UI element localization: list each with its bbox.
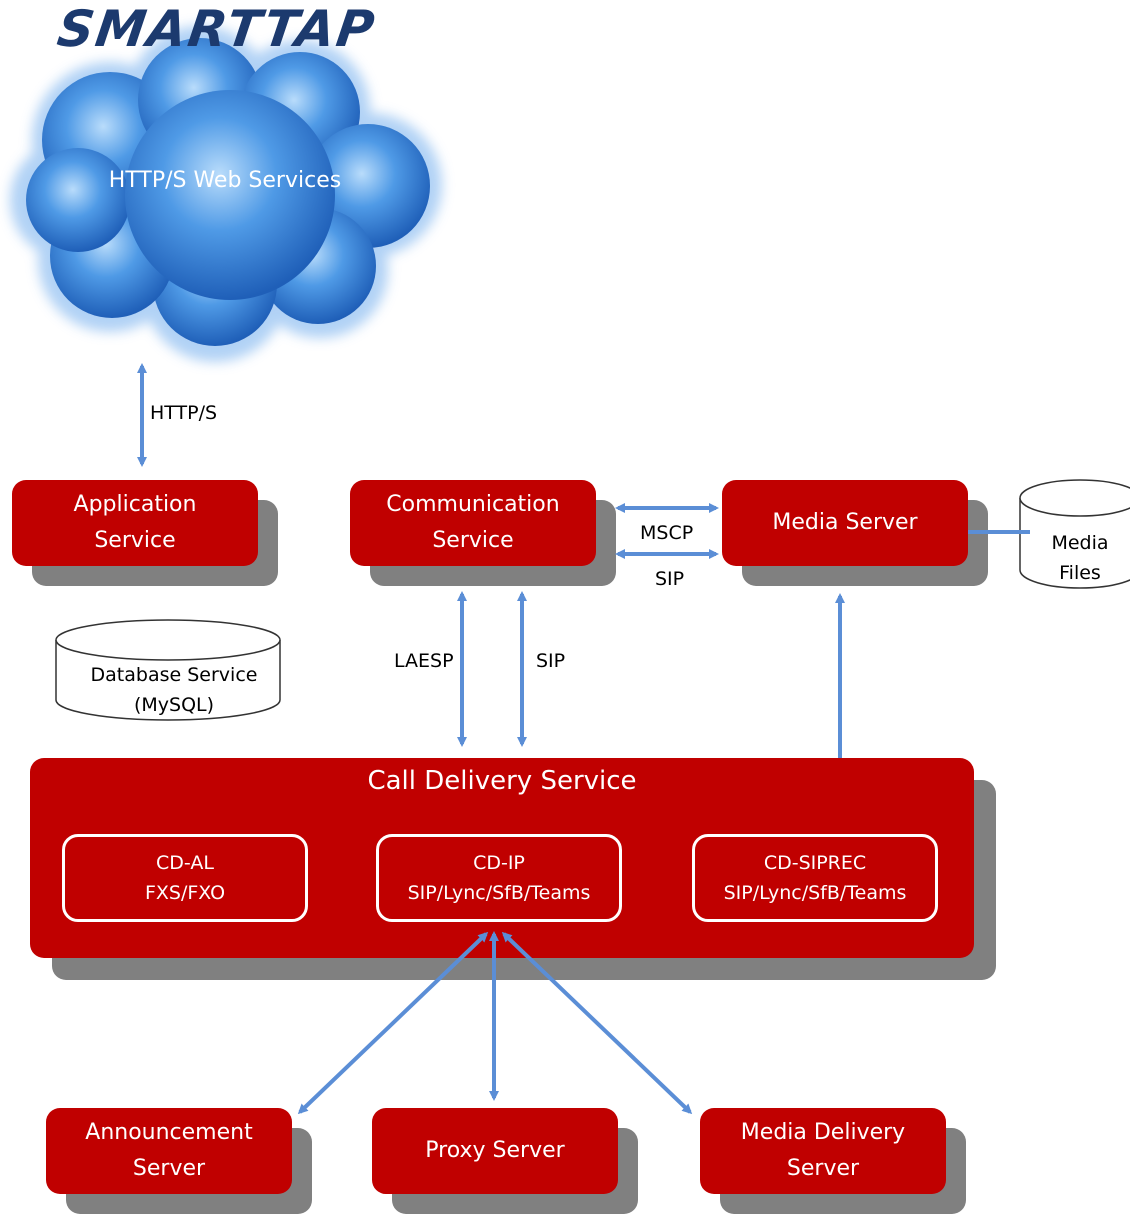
- cd-siprec-module: CD-SIPREC SIP/Lync/SfB/Teams: [692, 834, 938, 922]
- application-service-box: Application Service: [12, 480, 258, 566]
- media-server-box: Media Server: [722, 480, 968, 566]
- cd-siprec-label: CD-SIPREC SIP/Lync/SfB/Teams: [723, 852, 907, 904]
- mscp-label: MSCP: [640, 522, 694, 544]
- cd-al-label: CD-AL FXS/FXO: [144, 852, 226, 904]
- proxy-server-box: Proxy Server: [372, 1108, 618, 1194]
- media-delivery-server-box: Media Delivery Server: [700, 1108, 946, 1194]
- database-service-label: Database Service (MySQL): [90, 664, 258, 716]
- announcement-server-label: Announcement Server: [85, 1120, 253, 1181]
- sip-media-label: SIP: [655, 568, 685, 590]
- application-service-label: Application Service: [73, 492, 197, 553]
- database-cylinder: [55, 619, 281, 721]
- laesp-label: LAESP: [394, 650, 454, 672]
- cd-ip-module: CD-IP SIP/Lync/SfB/Teams: [376, 834, 622, 922]
- media-server-label: Media Server: [772, 510, 918, 535]
- call-delivery-service-box: Call Delivery Service CD-AL FXS/FXO CD-I…: [30, 758, 974, 958]
- media-delivery-arrow: [501, 931, 693, 1115]
- https-label: HTTP/S: [150, 402, 218, 424]
- communication-service-box: Communication Service: [350, 480, 596, 566]
- announcement-arrow: [297, 931, 489, 1115]
- media-files-label: Media Files: [1051, 532, 1109, 584]
- call-delivery-service-title: Call Delivery Service: [367, 766, 637, 796]
- communication-service-label: Communication Service: [386, 492, 560, 553]
- media-delivery-server-label: Media Delivery Server: [740, 1120, 906, 1181]
- proxy-server-label: Proxy Server: [425, 1138, 565, 1163]
- cd-al-module: CD-AL FXS/FXO: [62, 834, 308, 922]
- announcement-server-box: Announcement Server: [46, 1108, 292, 1194]
- media-files-cylinder: [1019, 479, 1130, 589]
- sip-cds-label: SIP: [536, 650, 566, 672]
- cd-ip-label: CD-IP SIP/Lync/SfB/Teams: [407, 852, 591, 904]
- cloud-label: HTTP/S Web Services: [108, 168, 342, 193]
